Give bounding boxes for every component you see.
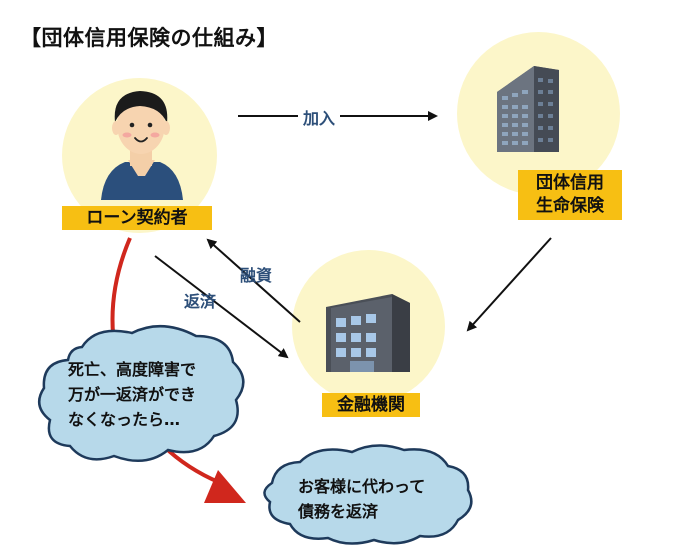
result-cloud-text: お客様に代わって 債務を返済 [298,474,425,524]
page-title: 【団体信用保険の仕組み】 [20,26,278,50]
loan-arrow [206,238,301,323]
insurer-label: 団体信用 生命保険 [518,170,622,220]
result-line-2: 債務を返済 [298,502,379,521]
insurer-label-line1: 団体信用 [536,173,604,193]
event-cloud [37,324,245,463]
bank-label: 金融機関 [322,393,420,417]
person-icon [101,91,183,200]
skyscraper-icon [497,66,559,152]
repay-edge-label: 返済 [184,292,217,311]
event-arrow-head [204,470,246,503]
event-line-1: 死亡、高度障害で [68,360,197,379]
event-cloud-text: 死亡、高度障害で 万が一返済ができ なくなったら… [68,357,196,432]
result-line-1: お客様に代わって [298,477,426,496]
borrower-label: ローン契約者 [62,206,212,230]
event-line-2: 万が一返済ができ [68,385,197,404]
result-cloud [263,444,473,545]
bank-building-icon [326,294,410,372]
repay-arrow [154,255,289,359]
join-edge-label: 加入 [298,105,341,129]
loan-edge-label: 融資 [240,266,273,285]
event-line-3: なくなったら… [68,410,181,429]
insurer-label-line2: 生命保険 [536,196,604,216]
payout-arrow [466,237,552,332]
